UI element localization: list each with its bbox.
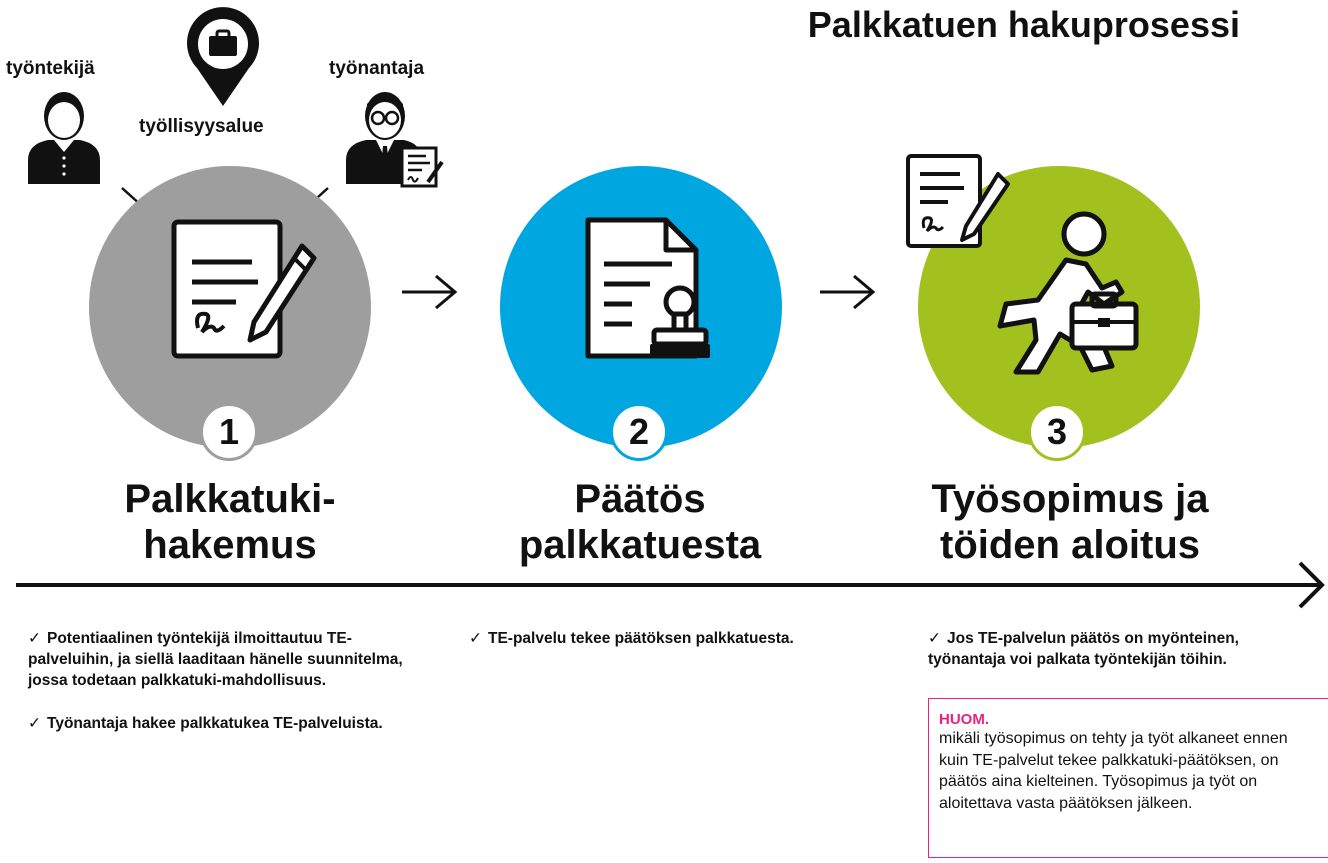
contract-document-pen-icon <box>906 154 1010 248</box>
step-3-desc-text: Jos TE-palvelun päätös on myönteinen, ty… <box>928 630 1239 668</box>
application-document-pen-icon <box>171 219 317 359</box>
step-3-title: Työsopimus ja töiden aloitus <box>910 476 1230 568</box>
step-3-title-line2: töiden aloitus <box>940 523 1200 567</box>
check-icon: ✓ <box>928 630 941 647</box>
arrow-step1-to-step2 <box>402 274 458 310</box>
check-icon: ✓ <box>28 630 41 647</box>
step-3-description: ✓Jos TE-palvelun päätös on myönteinen, t… <box>928 628 1318 692</box>
actor-region-label: työllisyysalue <box>139 116 264 137</box>
actor-employer-label: työnantaja <box>329 58 425 79</box>
worker-with-briefcase-icon <box>997 211 1139 375</box>
step-3-desc-item: ✓Jos TE-palvelun päätös on myönteinen, t… <box>928 628 1318 670</box>
step-2-description: ✓ TE-palvelu tekee päätöksen palkkatuesta… <box>469 628 889 671</box>
map-pin-briefcase-icon <box>187 7 259 107</box>
check-icon: ✓ <box>28 715 41 732</box>
step-2-number-badge: 2 <box>610 403 668 461</box>
step-2-desc-text: TE-palvelu tekee päätöksen palkkatuesta. <box>488 630 794 647</box>
actor-employee-label: työntekijä <box>6 58 95 79</box>
check-icon: ✓ <box>469 630 482 647</box>
step-1-title-line1: Palkkatuki- <box>124 477 336 521</box>
step-2-title: Päätös palkkatuesta <box>480 476 800 568</box>
step-1-desc-item: ✓ Työnantaja hakee palkkatukea TE-palvelu… <box>28 713 412 734</box>
employer-signing-icon <box>346 92 444 188</box>
timeline-arrow <box>16 561 1325 609</box>
step-3-title-line1: Työsopimus ja <box>931 477 1209 521</box>
note-text: mikäli työsopimus on tehty ja työt alkan… <box>939 730 1288 812</box>
step-1-desc-text: Potentiaalinen työntekijä ilmoittautuu T… <box>28 630 403 689</box>
step-3-number-badge: 3 <box>1028 403 1086 461</box>
step-1-title-line2: hakemus <box>143 523 317 567</box>
step-1-title: Palkkatuki- hakemus <box>70 476 390 568</box>
employee-person-icon <box>28 92 100 184</box>
note-title: HUOM. <box>939 711 989 728</box>
step-2-title-line1: Päätös <box>574 477 706 521</box>
arrow-step2-to-step3 <box>820 274 876 310</box>
step-1-number-badge: 1 <box>200 403 258 461</box>
step-1-description: ✓Potentiaalinen työntekijä ilmoittautuu … <box>28 628 412 756</box>
decision-document-stamp-icon <box>585 217 710 359</box>
note-box: HUOM. mikäli työsopimus on tehty ja työt… <box>928 698 1328 858</box>
step-1-desc-text: Työnantaja hakee palkkatukea TE-palvelui… <box>47 715 383 732</box>
page-title: Palkkatuen hakuprosessi <box>807 4 1240 45</box>
step-1-desc-item: ✓Potentiaalinen työntekijä ilmoittautuu … <box>28 628 412 691</box>
step-2-desc-item: ✓ TE-palvelu tekee päätöksen palkkatuesta… <box>469 628 889 649</box>
step-2-title-line2: palkkatuesta <box>518 523 762 567</box>
